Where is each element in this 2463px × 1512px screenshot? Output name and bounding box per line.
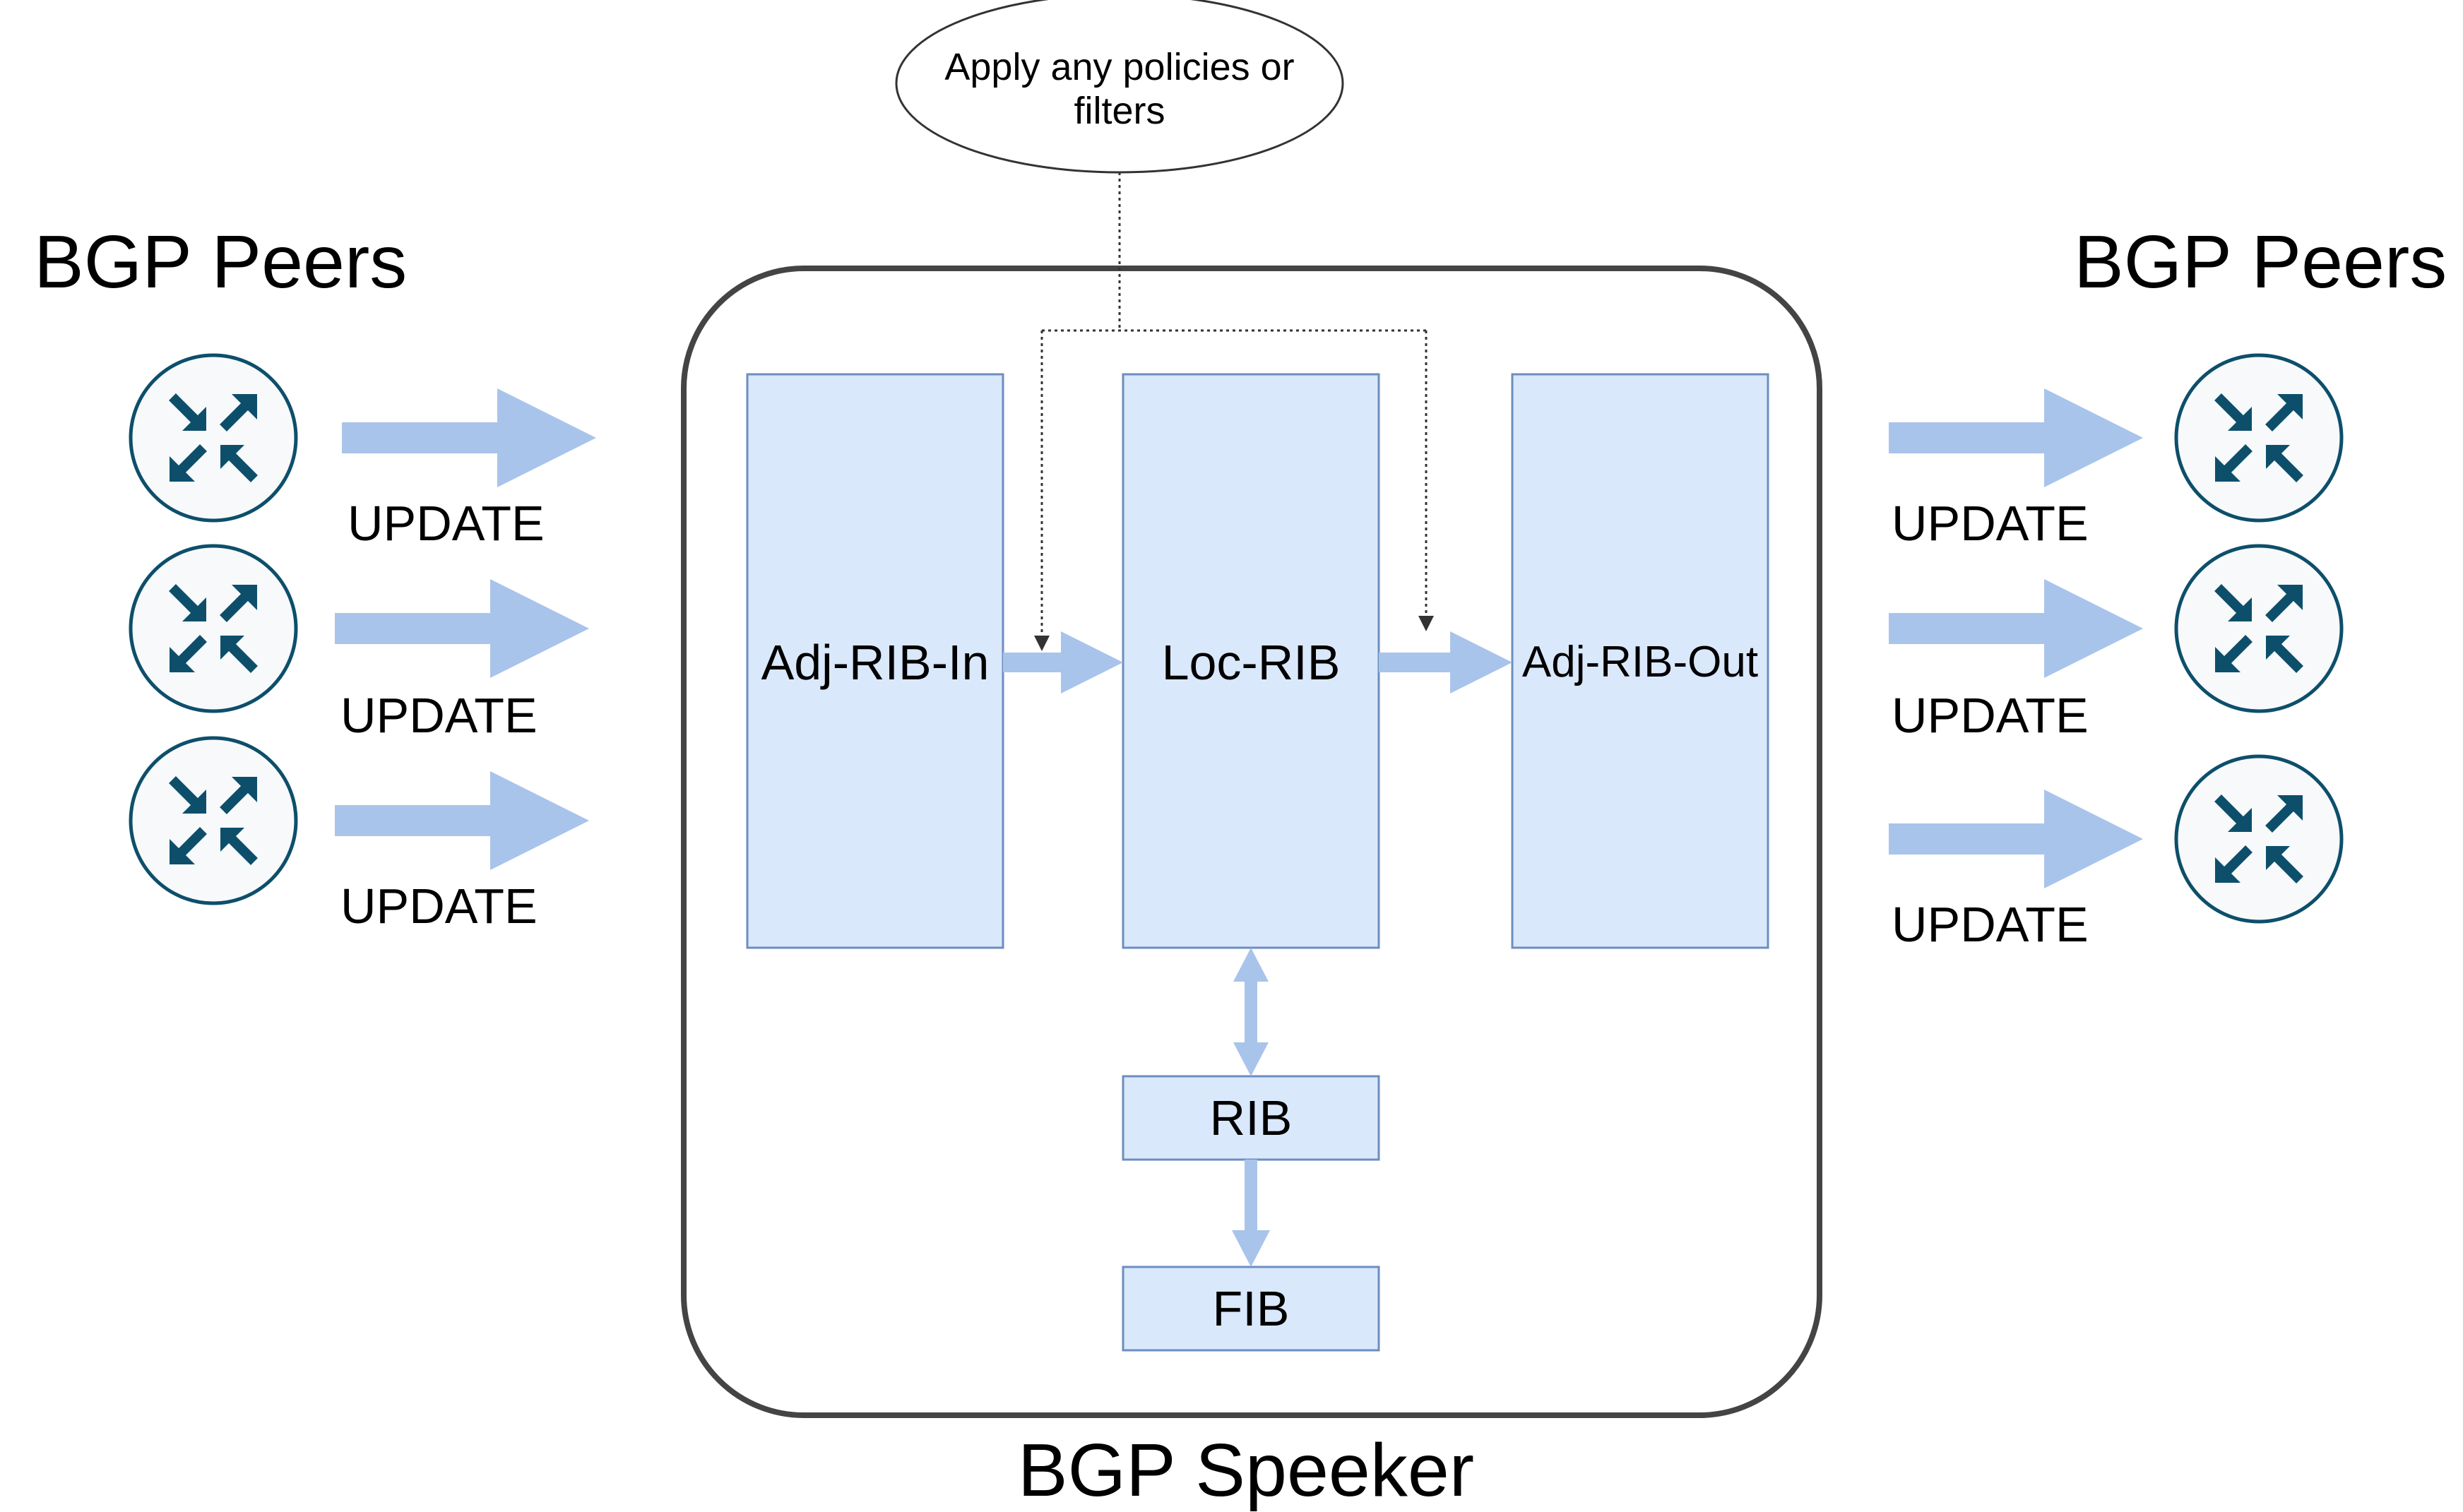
loc-rib-box <box>1122 373 1380 949</box>
rib-box <box>1122 1075 1380 1161</box>
adj-rib-in-label: Adj-RIB-In <box>761 635 990 690</box>
adj-rib-out-box <box>1511 373 1769 949</box>
policy-connector <box>1040 172 1428 636</box>
left-update-label-1: UPDATE <box>348 496 545 551</box>
adj-rib-in-box <box>746 373 1004 949</box>
loc-rib-label: Loc-RIB <box>1161 635 1341 690</box>
locrib-to-adjout-arrow <box>1379 631 1512 694</box>
right-update-label-3: UPDATE <box>1892 897 2089 952</box>
fib-box <box>1122 1266 1380 1352</box>
fib-label: FIB <box>1212 1281 1290 1336</box>
adj-rib-out-label: Adj-RIB-Out <box>1521 638 1759 686</box>
right-update-label-1: UPDATE <box>1892 496 2089 551</box>
right-update-label-2: UPDATE <box>1892 688 2089 743</box>
left-peers-title: BGP Peers <box>34 220 408 304</box>
rib-label: RIB <box>1209 1090 1293 1145</box>
policy-arrowhead-right <box>1418 616 1434 631</box>
left-update-label-3: UPDATE <box>340 879 538 934</box>
adjin-to-locrib-arrow <box>1003 631 1123 694</box>
left-update-label-2: UPDATE <box>340 688 538 743</box>
bgp-speaker-title: BGP Speeker <box>1017 1429 1475 1512</box>
policy-note-text: Apply any policies or filters <box>944 45 1295 132</box>
right-peers-title: BGP Peers <box>2074 220 2447 304</box>
policy-arrowhead-left <box>1034 636 1050 651</box>
locrib-rib-bidirectional-arrow <box>1233 948 1269 1076</box>
rib-to-fib-arrow <box>1232 1160 1270 1267</box>
